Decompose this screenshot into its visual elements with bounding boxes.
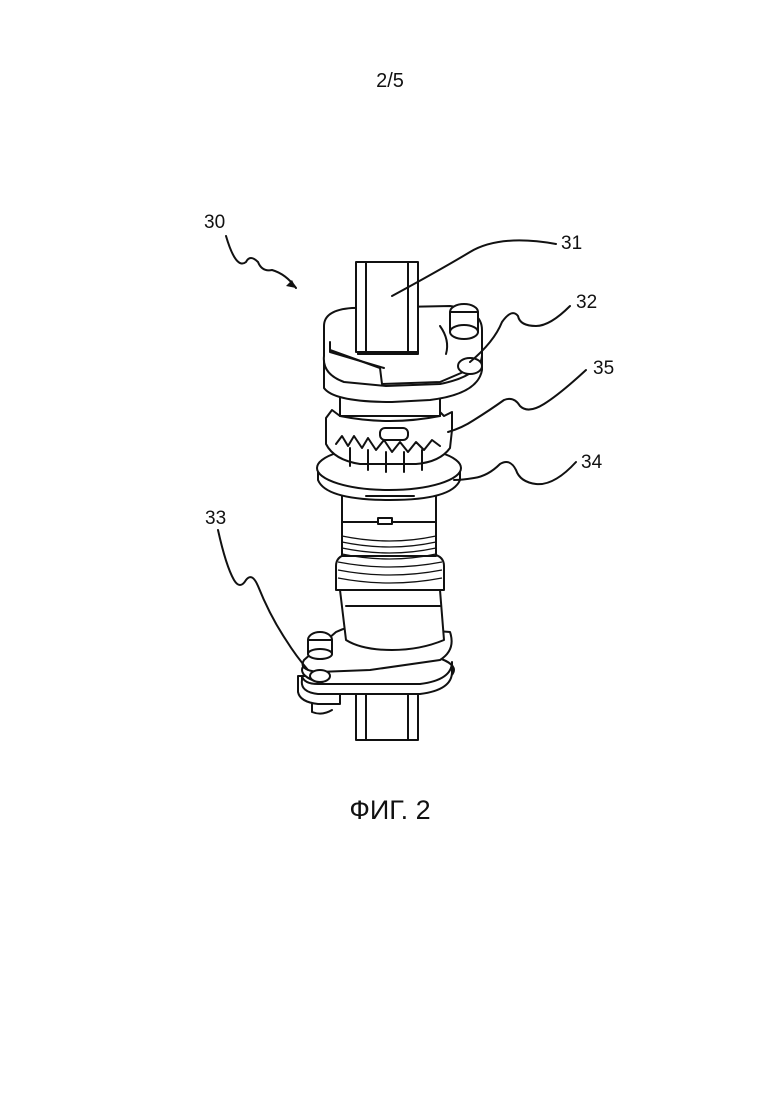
upper-shaft (356, 262, 418, 352)
threaded-sleeve (336, 494, 444, 590)
figure-caption: ФИГ. 2 (0, 795, 780, 826)
arrowhead-icon (286, 280, 296, 288)
lower-shaft (356, 690, 418, 740)
